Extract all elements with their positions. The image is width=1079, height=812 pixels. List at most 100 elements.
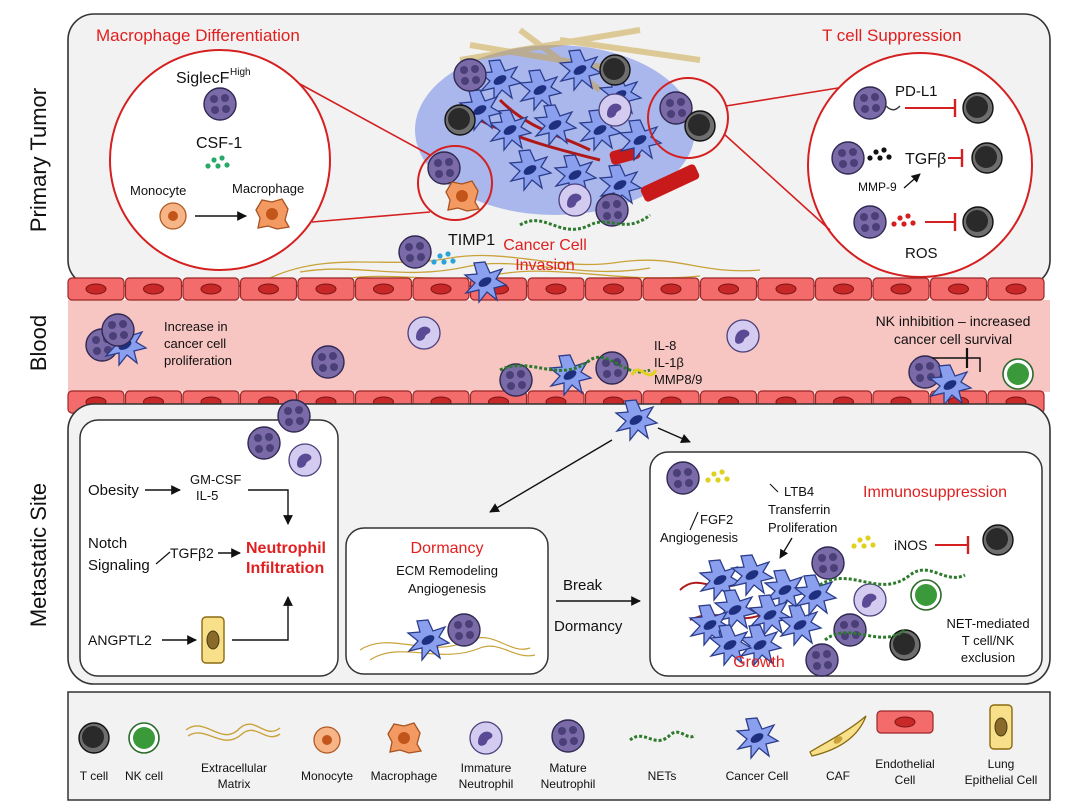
- svg-text:T cell: T cell: [80, 769, 108, 783]
- label-infiltration: Infiltration: [246, 560, 324, 577]
- legend-nk-cell: NK cell: [125, 722, 163, 783]
- title-macrophage-differentiation: Macrophage Differentiation: [96, 26, 300, 45]
- icon-neutrophil-blood-e: [595, 351, 629, 385]
- label-net-3: exclusion: [961, 650, 1015, 665]
- svg-text:Immature: Immature: [461, 761, 512, 775]
- legend-lung-epithelial-cell: Lung Epithelial Cell: [965, 704, 1037, 787]
- label-cancer-invasion-1: Cancer Cell: [503, 237, 587, 254]
- svg-text:CAF: CAF: [826, 769, 850, 783]
- icon-macrophage-zoom: [445, 180, 480, 212]
- icon-neutrophil-ros: [853, 205, 887, 239]
- label-pdl1: PD-L1: [895, 83, 938, 100]
- neutrophil-infiltration-box: [79, 419, 339, 677]
- label-prolif-3: proliferation: [164, 353, 232, 368]
- label-mmp89: MMP8/9: [654, 372, 702, 387]
- endothelial-cell: [814, 277, 873, 301]
- legend-immature-neutrophil: Immature Neutrophil: [459, 721, 513, 791]
- label-fgf2: FGF2: [700, 512, 733, 527]
- icon-neutrophil-blood-b: [101, 313, 135, 347]
- title-t-cell-suppression: T cell Suppression: [822, 26, 962, 45]
- label-immunosuppression: Immunosuppression: [863, 484, 1007, 501]
- label-transferrin: Transferrin: [768, 502, 830, 517]
- endothelial-cell: [182, 277, 240, 301]
- label-net-2: T cell/NK: [962, 633, 1015, 648]
- label-mmp9: MMP-9: [858, 180, 897, 194]
- label-notch-2: Signaling: [88, 557, 150, 574]
- label-obesity: Obesity: [88, 482, 139, 499]
- label-siglecf: SiglecF: [176, 70, 230, 87]
- label-il5: IL-5: [196, 488, 218, 503]
- icon-immature-neutrophil-blood-b: [726, 319, 760, 353]
- ecm-fibers-tumor: [269, 254, 761, 283]
- label-csf1: CSF-1: [196, 135, 242, 152]
- svg-text:Matrix: Matrix: [218, 777, 251, 791]
- endothelial-cell: [124, 277, 183, 301]
- icon-neutrophil-tgfb: [831, 141, 865, 175]
- icon-neutrophil-pdl1: [853, 86, 887, 120]
- icon-t-cell-pdl1: [962, 92, 994, 124]
- icon-neutrophil-blood-d: [499, 363, 533, 397]
- icon-macrophage: [255, 198, 290, 230]
- label-prolif-1: Increase in: [164, 319, 228, 334]
- endothelial-cell: [699, 277, 758, 301]
- label-dormancy-title: Dormancy: [411, 540, 484, 557]
- label-angiogenesis-growth: Angiogenesis: [660, 530, 739, 545]
- svg-text:Cancer Cell: Cancer Cell: [726, 769, 789, 783]
- endothelial-cell: [872, 277, 930, 301]
- svg-text:Monocyte: Monocyte: [301, 769, 353, 783]
- icon-neutrophil-fgf2: [666, 461, 700, 495]
- svg-text:Macrophage: Macrophage: [371, 769, 438, 783]
- label-angiogenesis-dormancy: Angiogenesis: [408, 581, 487, 596]
- icon-lung-epithelial-met: [201, 616, 225, 664]
- endothelial-row-top: [67, 277, 1045, 301]
- zoom-source-t-cell: [647, 77, 729, 159]
- label-proliferation: Proliferation: [768, 520, 837, 535]
- icon-immature-neutrophil-met: [288, 443, 322, 477]
- svg-text:Lung: Lung: [988, 757, 1015, 771]
- endothelial-cell: [67, 277, 125, 301]
- icon-monocyte: [159, 202, 187, 230]
- icon-neutrophil-dormant: [447, 613, 481, 647]
- legend-macrophage: Macrophage: [371, 722, 438, 783]
- label-il1b: IL-1β: [654, 355, 684, 370]
- label-break: Break: [563, 577, 603, 594]
- svg-text:Cell: Cell: [895, 773, 916, 787]
- label-ecm-remodeling: ECM Remodeling: [396, 563, 498, 578]
- endothelial-cell: [987, 277, 1045, 301]
- icon-neutrophil-met-a: [247, 426, 281, 460]
- label-notch-1: Notch: [88, 535, 127, 552]
- label-nk-2: cancer cell survival: [894, 331, 1012, 347]
- icon-neutrophil-zoom-a: [427, 151, 461, 185]
- label-growth: Growth: [733, 654, 785, 671]
- legend-nets: NETs: [629, 730, 697, 783]
- zoom-source-macrophage: [417, 145, 493, 221]
- label-blood: Blood: [26, 315, 51, 371]
- legend-endothelial-cell: Endothelial Cell: [875, 710, 935, 787]
- endothelial-cell: [239, 277, 298, 301]
- label-siglecf-high: High: [230, 67, 251, 78]
- endothelial-cell: [297, 277, 355, 301]
- icon-t-cell-ros: [962, 206, 994, 238]
- label-metastatic-site: Metastatic Site: [26, 483, 51, 627]
- legend-ecm: Extracellular Matrix: [185, 723, 281, 791]
- icon-mature-neutrophil-siglecf: [203, 87, 237, 121]
- icon-t-cell-tgfb: [971, 142, 1003, 174]
- label-nk-1: NK inhibition – increased: [876, 313, 1031, 329]
- icon-nk-cell-blood: [1002, 358, 1034, 390]
- label-primary-tumor: Primary Tumor: [26, 88, 51, 232]
- legend-monocyte: Monocyte: [301, 726, 353, 783]
- label-prolif-2: cancer cell: [164, 336, 226, 351]
- svg-text:NETs: NETs: [648, 769, 677, 783]
- svg-text:Endothelial: Endothelial: [875, 757, 934, 771]
- svg-text:Extracellular: Extracellular: [201, 761, 267, 775]
- legend-cancer-cell: Cancer Cell: [726, 717, 789, 783]
- label-tgfb2: TGFβ2: [170, 545, 214, 561]
- label-inos: iNOS: [894, 537, 927, 553]
- legend-mature-neutrophil: Mature Neutrophil: [541, 719, 595, 791]
- label-ltb4: LTB4: [784, 484, 814, 499]
- dormancy-box: [345, 527, 549, 675]
- endothelial-cell: [354, 277, 413, 301]
- label-timp1: TIMP1: [448, 232, 495, 249]
